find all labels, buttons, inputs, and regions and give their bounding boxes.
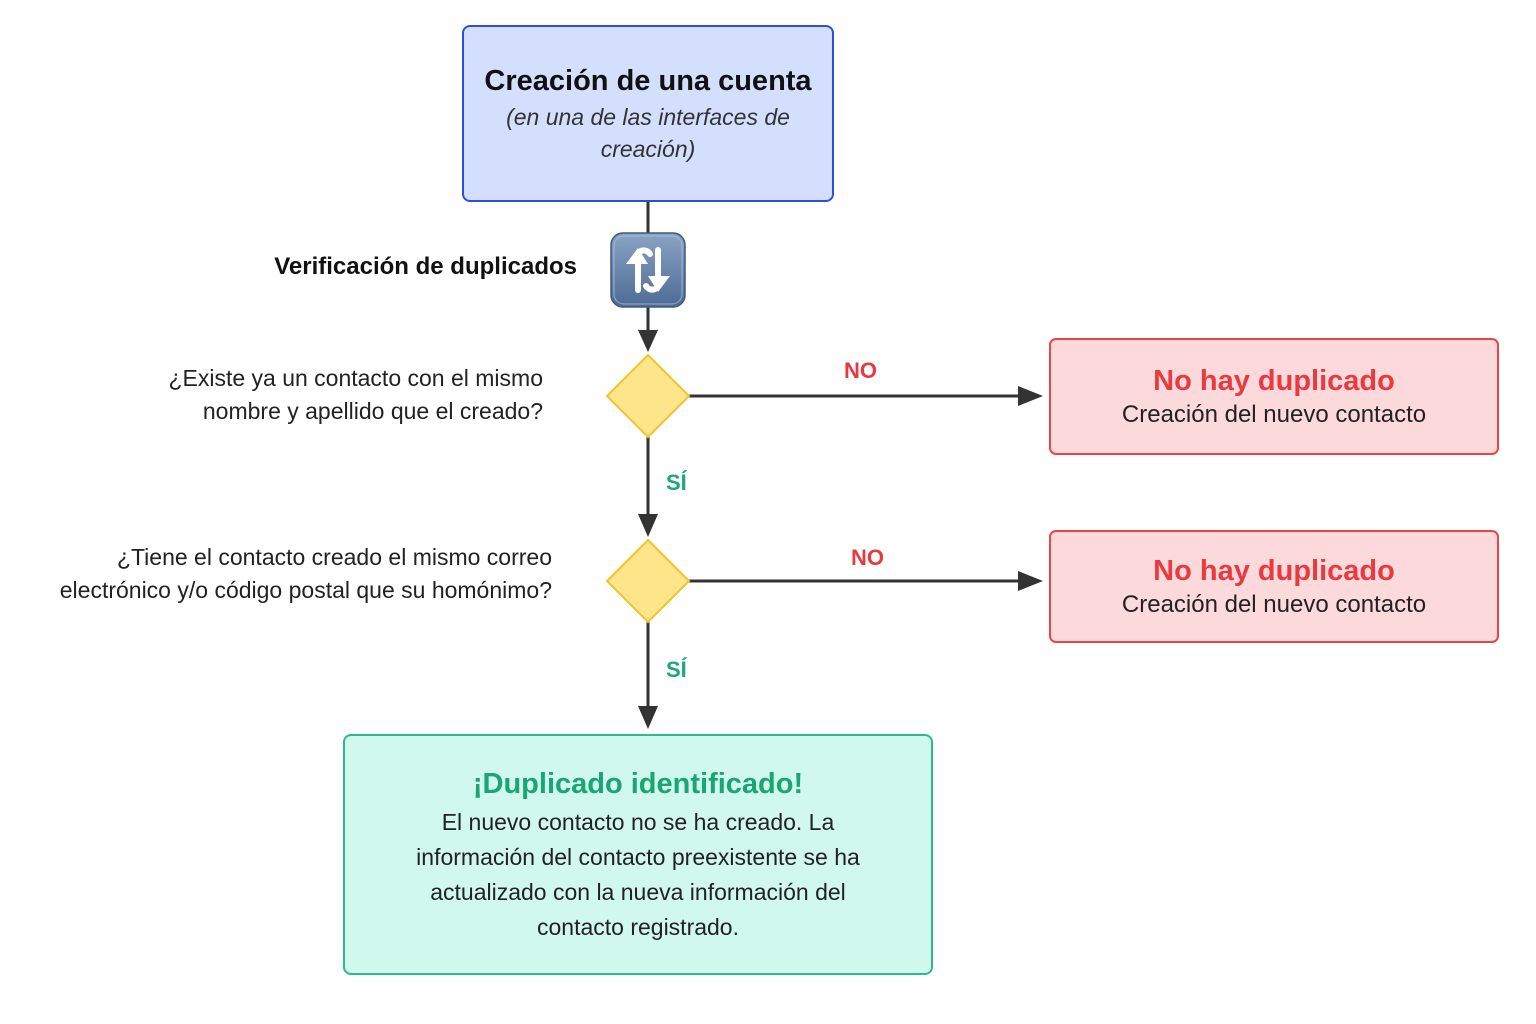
no-duplicate-subtitle-2: Creación del nuevo contacto xyxy=(1121,590,1427,618)
decision-1-no-label: NO xyxy=(844,358,877,383)
start-subtitle: (en una de las interfaces de creación) xyxy=(506,103,790,162)
arrowhead-decision-2 xyxy=(638,514,658,537)
no-duplicate-title-1: No hay duplicado xyxy=(1153,364,1395,397)
arrowhead-decision-1 xyxy=(638,330,658,352)
no-duplicate-box-1: No hay duplicado Creación del nuevo cont… xyxy=(1049,338,1499,455)
result-body: El nuevo contacto no se ha creado. La in… xyxy=(416,808,860,940)
decision-diamond-2 xyxy=(605,538,691,624)
decision-2-no-label: NO xyxy=(851,545,884,570)
arrowhead-no-duplicate-2 xyxy=(1018,571,1043,591)
arrowhead-no-duplicate-1 xyxy=(1018,386,1043,406)
no-duplicate-box-2: No hay duplicado Creación del nuevo cont… xyxy=(1049,530,1499,643)
decision-2-yes-label: SÍ xyxy=(666,657,687,682)
result-title: ¡Duplicado identificado! xyxy=(472,767,804,800)
no-duplicate-title-2: No hay duplicado xyxy=(1153,554,1395,587)
decision-1-yes-label: SÍ xyxy=(666,470,687,495)
decision-1-question: ¿Existe ya un contacto con el mismo nomb… xyxy=(168,365,543,424)
start-box: Creación de una cuenta (en una de las in… xyxy=(462,25,834,202)
refresh-icon xyxy=(610,232,686,308)
no-duplicate-subtitle-1: Creación del nuevo contacto xyxy=(1121,400,1427,428)
decision-diamond-1 xyxy=(605,353,691,439)
start-title: Creación de una cuenta xyxy=(484,64,812,97)
arrowhead-result xyxy=(638,706,658,729)
result-box: ¡Duplicado identificado! El nuevo contac… xyxy=(343,734,933,975)
decision-2-question: ¿Tiene el contacto creado el mismo corre… xyxy=(59,544,552,603)
step-label: Verificación de duplicados xyxy=(274,253,577,280)
